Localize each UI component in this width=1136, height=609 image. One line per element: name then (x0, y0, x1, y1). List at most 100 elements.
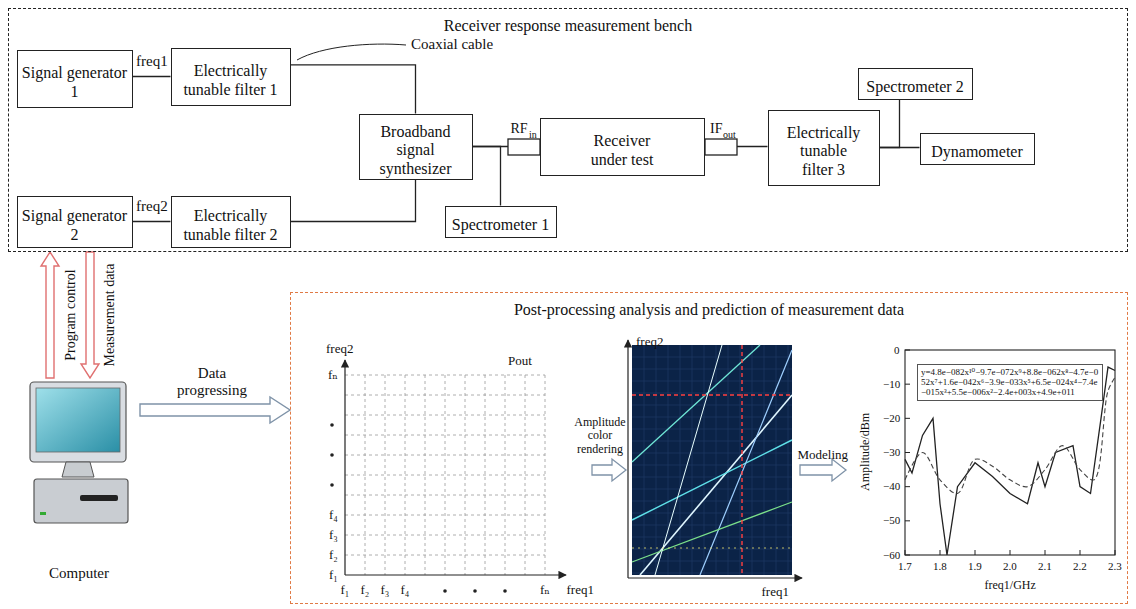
tick-label: −50 (883, 514, 900, 527)
dot (330, 423, 334, 427)
heatmap-grid (632, 477, 792, 478)
node-text: Electrically tunable filter 1 (176, 62, 286, 99)
axis-label: Amplitude/dBm (859, 413, 873, 491)
node-text: Signal generator 1 (22, 64, 128, 101)
heatmap-grid (632, 405, 792, 406)
coaxial-line (880, 100, 900, 148)
node-text: Dynamometer (931, 143, 1023, 161)
node-text: Electrically tunable filter 3 (784, 124, 864, 179)
tick (1045, 550, 1046, 555)
axis-label: freq1 (567, 583, 594, 598)
computer: Computer (18, 378, 140, 596)
grid-line (345, 375, 545, 376)
tick-label: 1.9 (968, 560, 982, 573)
axis-label: freq1 (762, 585, 789, 600)
dot (330, 483, 334, 487)
dot (443, 589, 447, 593)
heatmap-grid (632, 465, 792, 466)
response-line (632, 548, 792, 549)
tick (905, 550, 906, 555)
instrument-box: Dynamometer (920, 133, 1035, 165)
dot (503, 589, 507, 593)
grid-line (345, 395, 545, 396)
port-subscript: in (529, 129, 537, 141)
tick (905, 350, 910, 351)
rf-port (508, 139, 540, 155)
plot-frame (905, 350, 1115, 555)
tick (905, 555, 910, 556)
step-label: Modeling (798, 448, 849, 463)
grid-line (345, 415, 545, 416)
heatmap-grid (680, 345, 681, 575)
port-name: RF (511, 121, 528, 137)
node-text: Signal generator 2 (22, 207, 128, 244)
heatmap-grid (644, 345, 645, 575)
tick (975, 550, 976, 555)
flow-arrow (81, 252, 99, 378)
grid-line (345, 555, 545, 556)
flow-arrow (140, 397, 290, 423)
heatmap-grid (632, 369, 792, 370)
axis (344, 360, 345, 575)
axis (345, 574, 566, 575)
tick-label: f₄ (401, 583, 410, 598)
filter-box: Electrically tunable filter 2 (171, 196, 291, 248)
node-text: Spectrometer 1 (452, 216, 549, 234)
heatmap-grid (764, 345, 765, 575)
signal-label: freq2 (136, 198, 168, 215)
heatmap-grid (632, 525, 792, 526)
dot (473, 589, 477, 593)
tick (905, 486, 910, 487)
heatmap-grid (632, 393, 792, 394)
node-text: Broadband signal synthesizer (364, 123, 468, 178)
tick (905, 384, 910, 385)
tick (1010, 550, 1011, 555)
instrument-box: Spectrometer 2 (858, 68, 973, 100)
grid-line (345, 475, 545, 476)
fitted-curves (905, 350, 1115, 555)
heatmap (632, 345, 792, 575)
tick-label: f₁ (329, 568, 338, 583)
tick-label: 2.3 (1108, 560, 1122, 573)
coaxial-line (291, 180, 416, 222)
grid-line (385, 375, 386, 575)
tick-label: 1.8 (933, 560, 947, 573)
tick-label: f₂ (361, 583, 370, 598)
tick-label: fₙ (328, 368, 338, 383)
coaxial-line (133, 221, 171, 222)
tick-label: −40 (883, 480, 900, 493)
step-label: Amplitude color rendering (569, 416, 631, 457)
tick (905, 452, 910, 453)
grid-line (345, 495, 545, 496)
flow-label: Program control (62, 269, 78, 360)
grid-line (445, 375, 446, 575)
tick-label: −20 (883, 412, 900, 425)
flow-label: Data progressing (165, 365, 260, 400)
instrument-box: Spectrometer 1 (445, 206, 557, 238)
node-text: Receiver under test (582, 132, 662, 169)
coaxial-line (291, 65, 416, 114)
process-arrow (592, 459, 626, 481)
tick (940, 550, 941, 555)
leader-line (297, 44, 406, 60)
dot (330, 453, 334, 457)
tick-label: f₂ (329, 548, 338, 563)
heatmap-grid (776, 345, 777, 575)
port-subscript: out (723, 129, 736, 141)
coaxial-line (133, 76, 171, 77)
if-port (705, 139, 737, 155)
axis-label: freq2 (326, 342, 353, 357)
heatmap-grid (704, 345, 705, 575)
tick-label: 2.1 (1038, 560, 1052, 573)
fit-equation: y=4.8e−082x¹⁰−9.7e−072x⁹+8.8e−062x⁸−4.7e… (917, 364, 1103, 401)
heatmap-grid (728, 345, 729, 575)
receiver-box: Receiver under test (540, 118, 705, 176)
computer-picture (30, 382, 128, 523)
grid-line (345, 435, 545, 436)
heatmap-grid (632, 549, 792, 550)
tick-label: 1.7 (898, 560, 912, 573)
bench-region: Receiver response measurement benchSigna… (8, 8, 1128, 252)
signal-label: freq1 (136, 53, 168, 70)
heatmap-grid (632, 537, 792, 538)
response-line (632, 440, 792, 520)
